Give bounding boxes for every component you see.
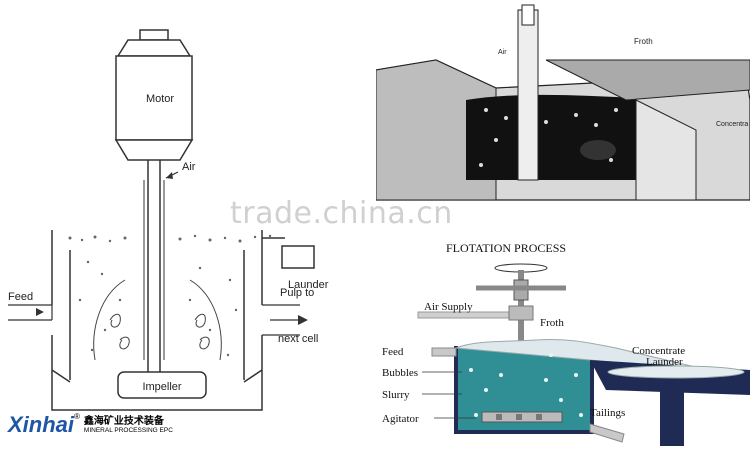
launder-label-process: Launder [646, 356, 683, 368]
feed-label: Feed [8, 291, 33, 303]
logo-brand: Xinhai [8, 412, 75, 437]
pulp-arrow-icon [298, 315, 308, 325]
feed-label-process: Feed [382, 346, 404, 358]
bubbles-label: Bubbles [382, 367, 418, 379]
air-label: Air [182, 161, 196, 173]
bubbles [469, 353, 583, 417]
impeller-label: Impeller [142, 381, 181, 393]
photo-air-label: Air [498, 49, 507, 56]
tailings-label: Tailings [590, 407, 625, 419]
circulation-arrows [93, 279, 222, 361]
concentrate-label: Concentrate [632, 345, 685, 357]
launder-box [281, 245, 315, 269]
logo-english: MINERAL PROCESSING EPC [83, 426, 173, 434]
launder-label: Launder [288, 279, 329, 291]
process-title: FLOTATION PROCESS [446, 241, 566, 255]
logo-chinese: 鑫海矿业技术装备 [83, 415, 164, 427]
flotation-cutaway-drawing: Air Froth Concentra [376, 0, 750, 218]
logo-registered: ® [74, 412, 80, 421]
tank [51, 230, 285, 411]
froth-label: Froth [540, 317, 564, 329]
flotation-process-diagram: FLOTATION PROCESS Air Supply Froth Feed … [382, 241, 750, 446]
air-supply-label: Air Supply [424, 301, 473, 313]
agitator-label: Agitator [382, 413, 419, 425]
motor-label: Motor [146, 93, 174, 105]
watermark: trade.china.cn [230, 196, 453, 231]
pulp-label-line2: next cell [278, 333, 318, 345]
slurry-label: Slurry [382, 389, 410, 401]
photo-concentrate-label: Concentra [716, 121, 748, 128]
pulp-label-line1: Pulp to [280, 287, 314, 299]
photo-froth-label: Froth [634, 37, 653, 46]
feed-arrow-icon [36, 308, 44, 316]
xinhai-logo: Xinhai ® 鑫海矿业技术装备 MINERAL PROCESSING EPC [8, 412, 173, 438]
froth-layer [68, 234, 272, 357]
flotation-cell-schematic: Motor Air Launder Feed P [8, 29, 329, 411]
motor [114, 29, 194, 161]
impeller-box [117, 371, 207, 399]
